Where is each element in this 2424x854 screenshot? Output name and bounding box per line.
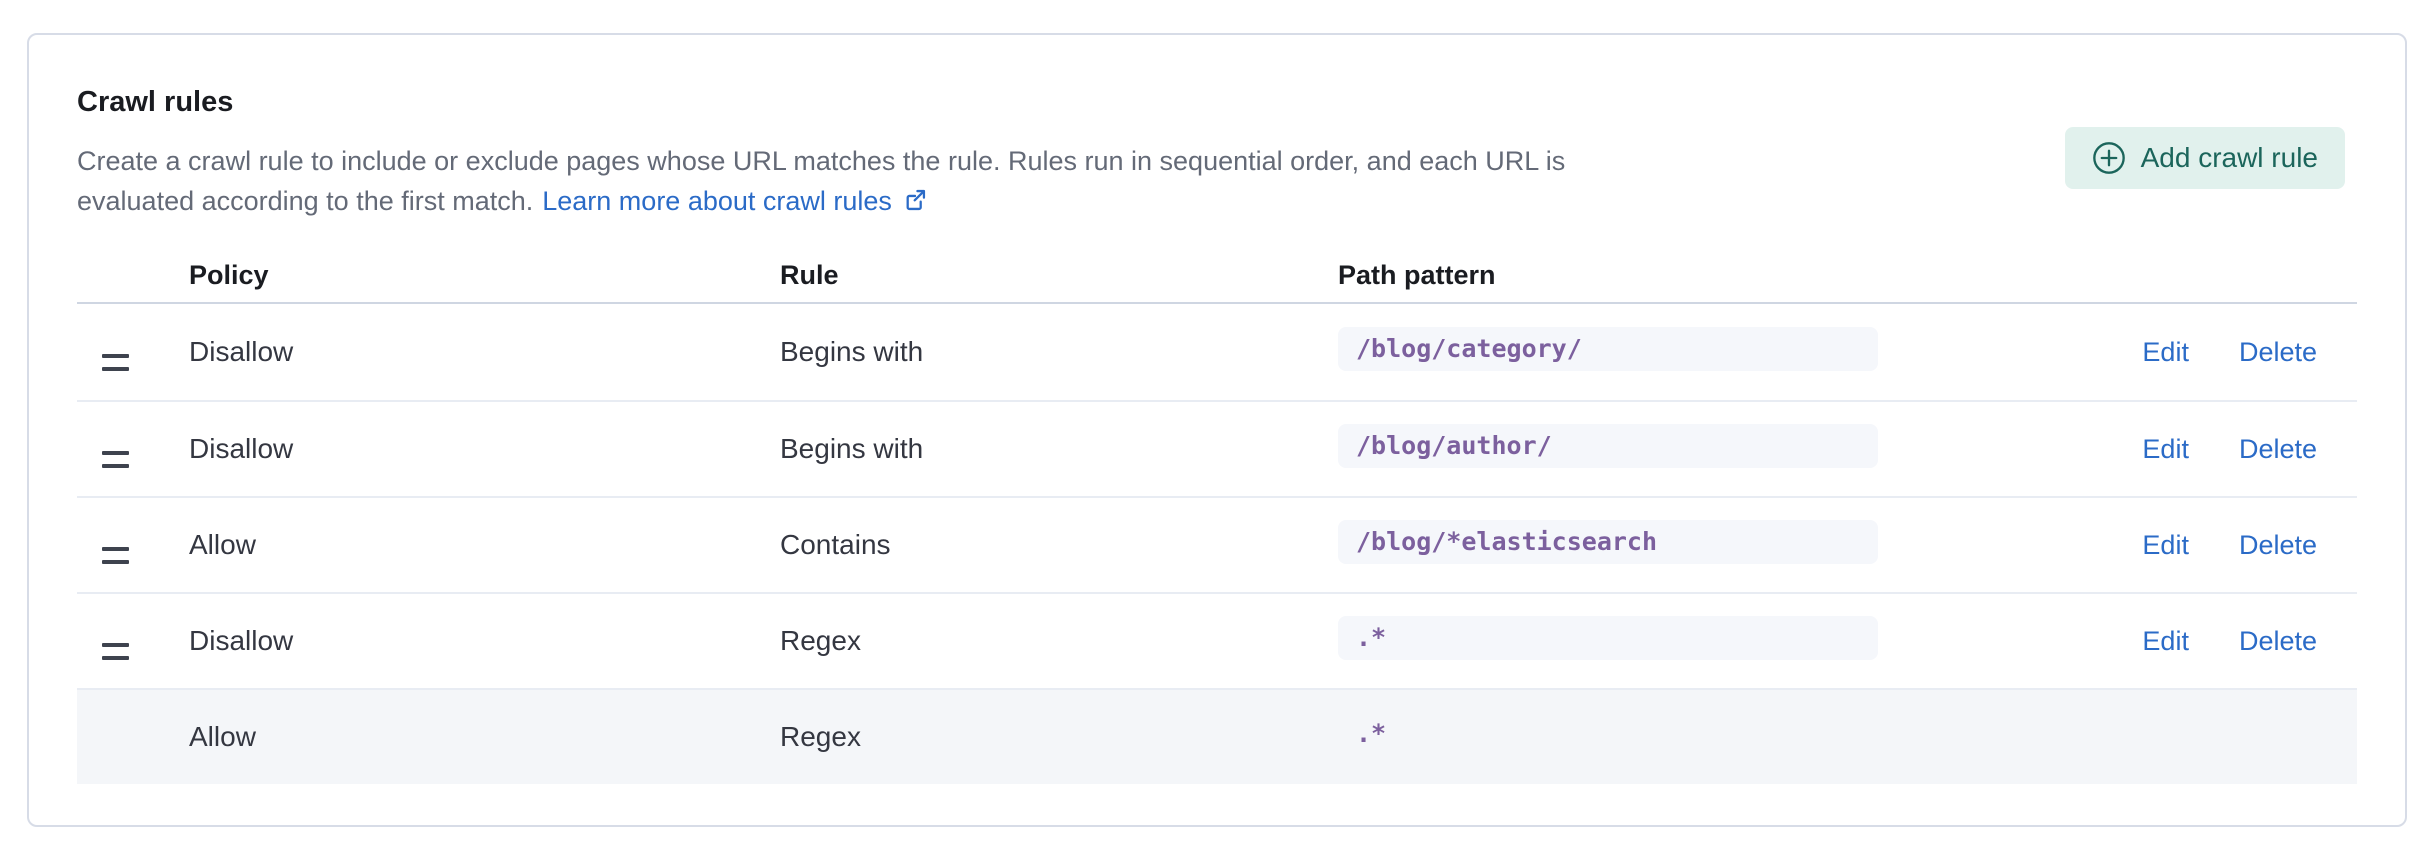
description-line-1: Create a crawl rule to include or exclud… [77,146,1566,176]
actions-cell: Edit Delete [2102,626,2357,657]
drag-handle-icon[interactable] [102,643,129,660]
external-link-icon [902,184,928,224]
edit-link[interactable]: Edit [2142,625,2189,656]
delete-link[interactable]: Delete [2238,529,2317,560]
path-pattern-code: /blog/*elasticsearch [1338,519,1878,564]
drag-cell [77,430,189,468]
rule-cell: Regex [780,721,861,752]
pattern-cell: .* [1338,615,2102,667]
drag-handle-icon[interactable] [102,451,129,468]
path-pattern-code: /blog/author/ [1338,423,1878,468]
rule-cell: Begins with [780,336,924,367]
path-pattern-code: /blog/category/ [1338,326,1878,371]
page-title: Crawl rules [77,86,234,118]
drag-handle-icon[interactable] [102,547,129,564]
edit-link[interactable]: Edit [2142,529,2189,560]
crawl-rules-panel: Crawl rules Create a crawl rule to inclu… [27,33,2407,827]
add-crawl-rule-button[interactable]: Add crawl rule [2064,127,2345,189]
drag-cell [77,622,189,660]
table-header-row: Policy Rule Path pattern [77,248,2357,304]
table-row: Disallow Begins with /blog/category/ Edi… [77,304,2357,400]
actions-cell: Edit Delete [2102,530,2357,561]
drag-cell [77,526,189,564]
description-line-2: evaluated according to the first match. [77,186,534,216]
policy-cell: Disallow [189,433,294,464]
policy-cell: Disallow [189,625,294,656]
panel-description: Create a crawl rule to include or exclud… [77,141,1977,224]
actions-cell: Edit Delete [2102,434,2357,465]
delete-link[interactable]: Delete [2238,625,2317,656]
rule-cell: Contains [780,529,891,560]
pattern-cell: /blog/category/ [1338,326,2102,378]
table-row: Disallow Regex .* Edit Delete [77,592,2357,688]
rule-cell: Regex [780,625,861,656]
drag-handle-icon[interactable] [102,354,129,371]
learn-more-link[interactable]: Learn more about crawl rules [542,186,892,216]
header-path-pattern: Path pattern [1338,259,1496,290]
table-row: Allow Regex .* [77,688,2357,784]
policy-cell: Allow [189,529,256,560]
delete-link[interactable]: Delete [2238,433,2317,464]
add-crawl-rule-label: Add crawl rule [2140,142,2318,173]
rule-cell: Begins with [780,433,924,464]
edit-link[interactable]: Edit [2142,336,2189,367]
policy-cell: Allow [189,721,256,752]
crawl-rules-table: Policy Rule Path pattern Disallow Begins… [77,248,2357,784]
policy-cell: Disallow [189,336,294,367]
table-row: Disallow Begins with /blog/author/ Edit … [77,400,2357,496]
edit-link[interactable]: Edit [2142,433,2189,464]
pattern-cell: .* [1338,712,2102,763]
path-pattern-code: .* [1338,615,1878,660]
plus-in-circle-icon [2092,141,2126,175]
table-row: Allow Contains /blog/*elasticsearch Edit… [77,496,2357,592]
actions-cell: Edit Delete [2102,337,2357,368]
header-rule: Rule [780,259,839,290]
delete-link[interactable]: Delete [2238,336,2317,367]
panel-header: Crawl rules Create a crawl rule to inclu… [77,83,2357,224]
pattern-cell: /blog/author/ [1338,423,2102,475]
path-pattern-code: .* [1356,718,1387,748]
pattern-cell: /blog/*elasticsearch [1338,519,2102,571]
table-body: Disallow Begins with /blog/category/ Edi… [77,304,2357,784]
drag-cell [77,333,189,371]
header-policy: Policy [189,259,269,290]
